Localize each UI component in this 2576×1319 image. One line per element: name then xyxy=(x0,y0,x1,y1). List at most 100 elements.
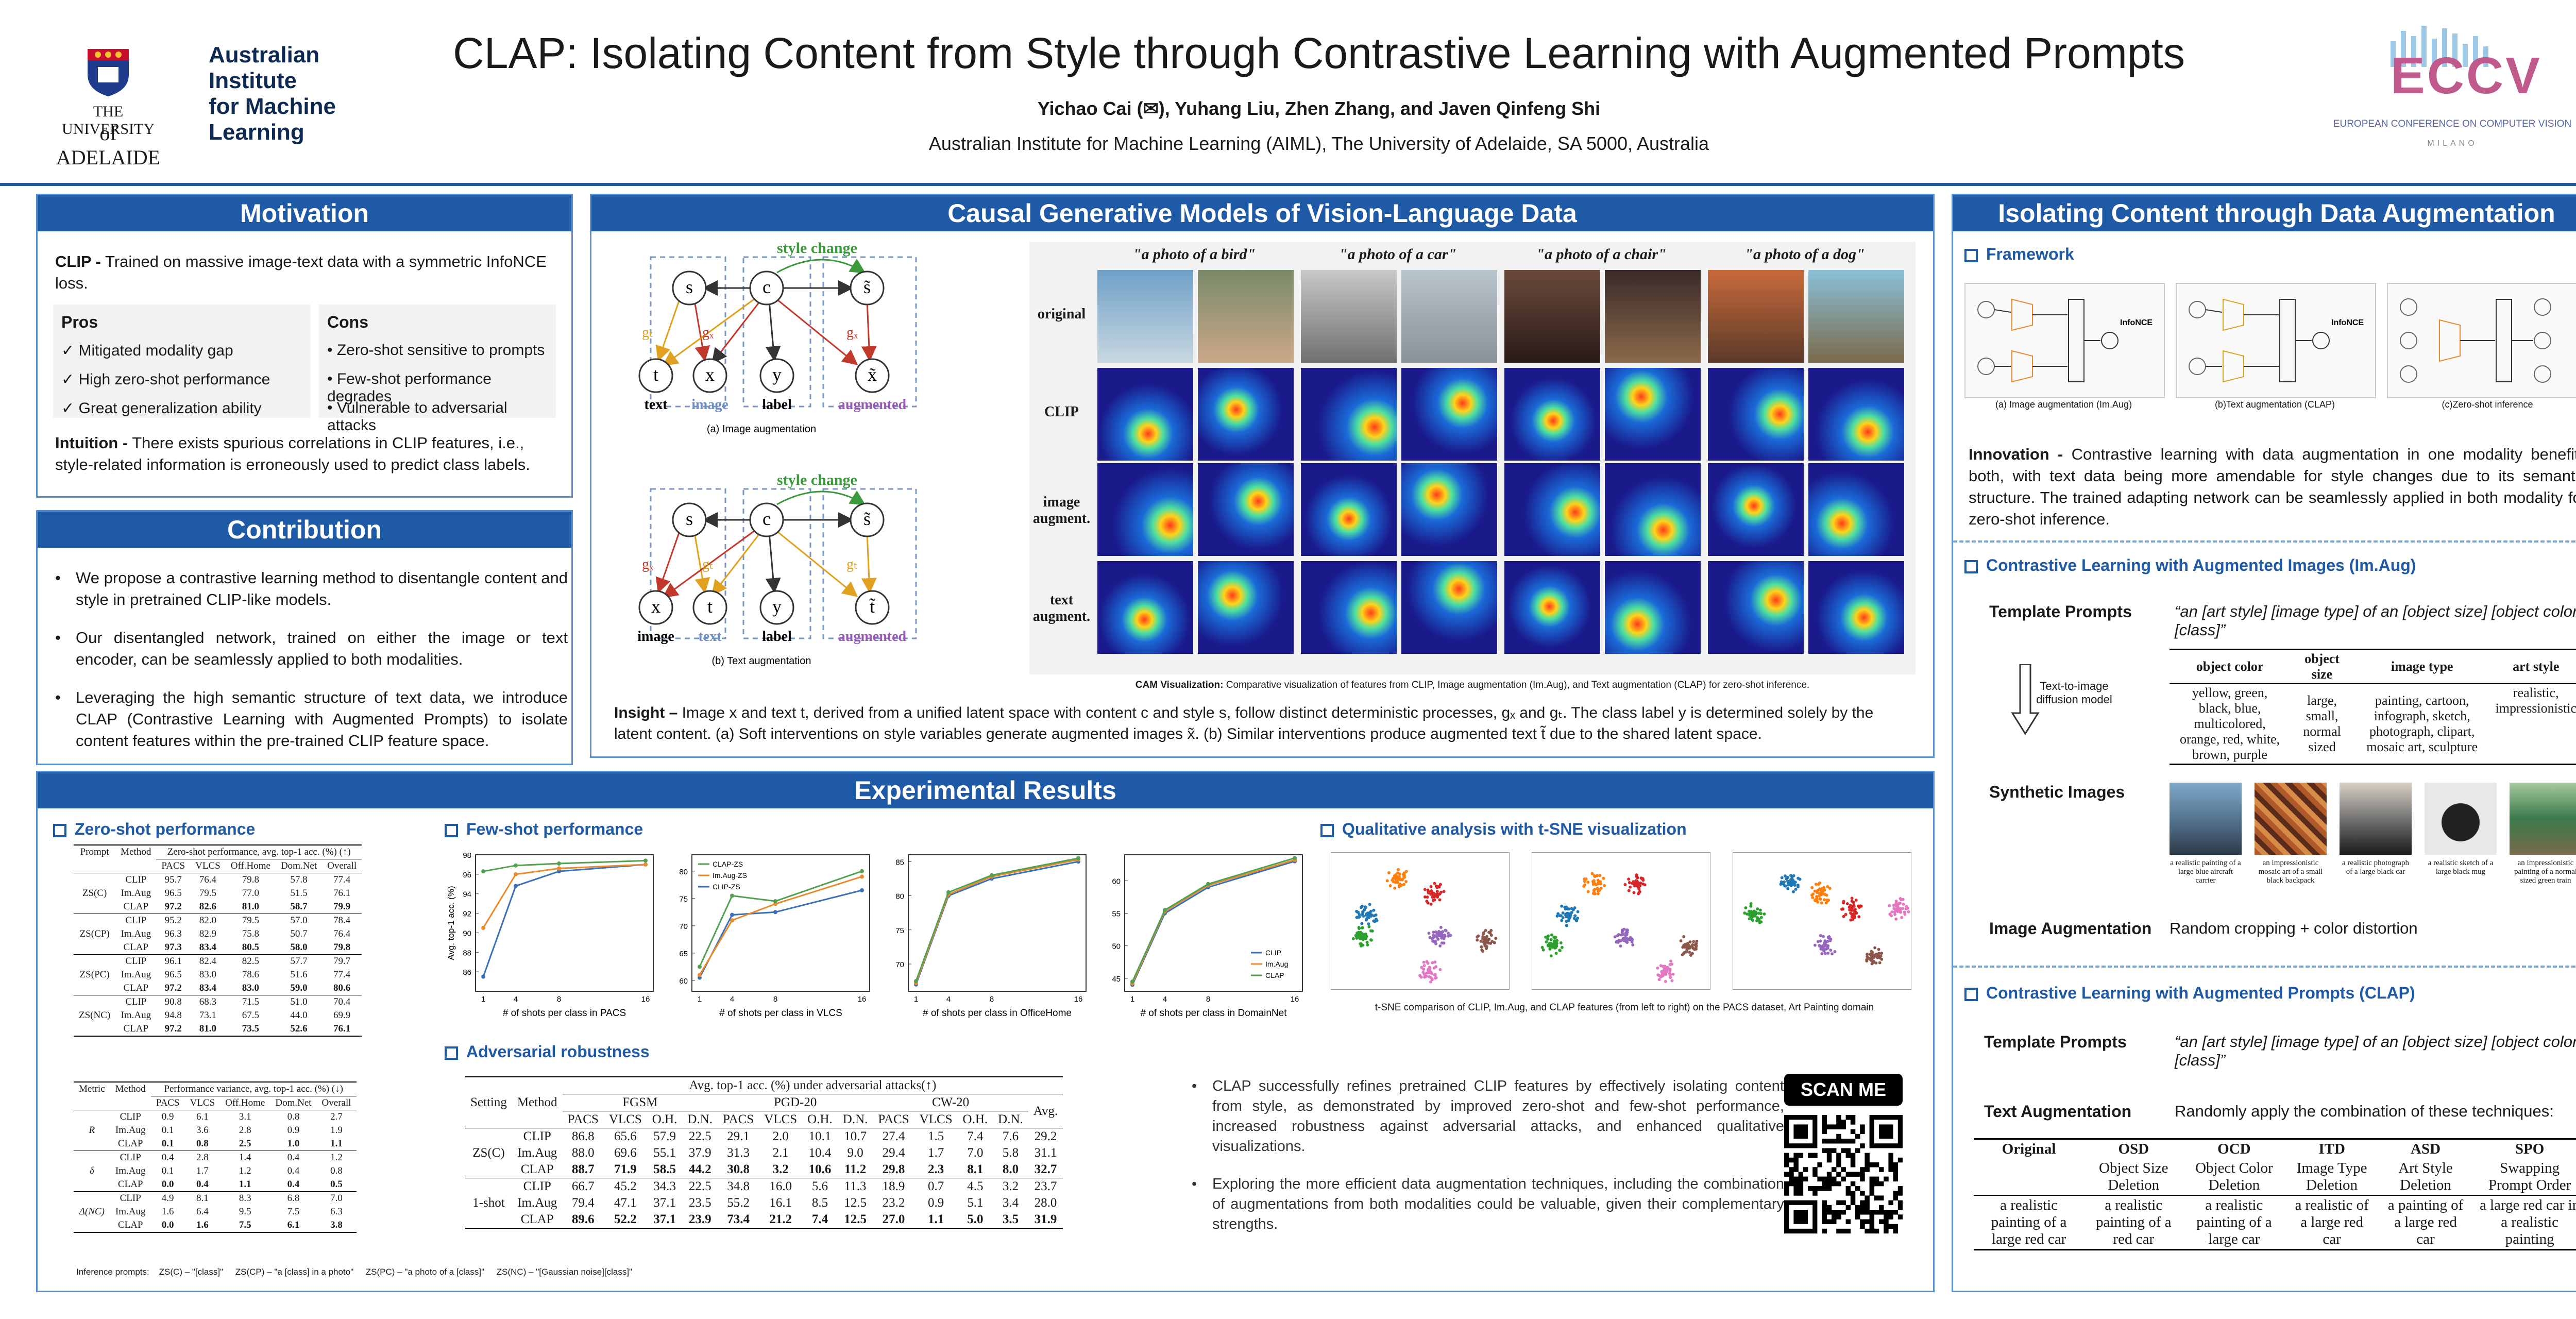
table-cell: 65.6 xyxy=(614,1129,637,1143)
x-tick-label: 16 xyxy=(1074,995,1083,1004)
innovation-text: Innovation - Contrastive learning with d… xyxy=(1969,444,2576,530)
qr-code-block[interactable]: SCAN ME xyxy=(1784,1074,1903,1239)
svg-text:t: t xyxy=(707,596,713,617)
legend-label: CLIP-ZS xyxy=(713,883,740,891)
cam-heatmap xyxy=(1198,368,1294,461)
tsne-point xyxy=(1617,933,1620,936)
node-s-tilde: s̃ xyxy=(850,270,885,306)
tsne-point xyxy=(1633,883,1637,886)
x-tick-label: 8 xyxy=(557,995,561,1004)
aug-example: a realistic painting of a red car xyxy=(2095,1197,2172,1247)
intuition-body: There exists spurious correlations in CL… xyxy=(55,434,530,474)
table-cell: 82.4 xyxy=(199,956,217,967)
tsne-point xyxy=(1429,980,1432,984)
tsne-point xyxy=(1745,912,1749,916)
tsne-point xyxy=(1387,871,1391,874)
table-cell: 7.5 xyxy=(239,1220,251,1230)
insight-body: Image x and text t, derived from a unifi… xyxy=(614,704,1874,742)
tsne-point xyxy=(1894,900,1898,903)
table-cell: 80.6 xyxy=(333,983,351,993)
adelaide-line2: of ADELAIDE xyxy=(56,122,161,169)
tsne-point xyxy=(1488,931,1492,935)
tsne-point xyxy=(1592,874,1596,877)
style-change-label: style change xyxy=(777,471,857,488)
x-tick-label: 1 xyxy=(698,995,702,1004)
x-tick-label: 8 xyxy=(990,995,994,1004)
tsne-point xyxy=(1571,908,1575,911)
x-tick-label: 16 xyxy=(858,995,867,1004)
tsne-point xyxy=(1848,908,1852,912)
qr-code-icon[interactable] xyxy=(1784,1115,1903,1233)
table-cell: 44.2 xyxy=(688,1162,711,1176)
tsne-point xyxy=(1756,907,1759,910)
tsne-point xyxy=(1493,941,1496,944)
aug-header: OSD xyxy=(2118,1141,2149,1157)
tsne-point xyxy=(1819,947,1823,951)
table-cell: 58.5 xyxy=(653,1162,676,1176)
adv-avg-header: Avg. xyxy=(1033,1104,1058,1118)
tsne-point xyxy=(1619,944,1622,948)
tsne-point xyxy=(1553,939,1557,943)
tsne-point xyxy=(1693,948,1697,951)
tsne-point xyxy=(1783,880,1786,884)
tsne-point xyxy=(1785,877,1788,881)
tsne-point xyxy=(1842,915,1845,918)
tsne-point xyxy=(1573,914,1577,918)
table-cell: Im.Aug xyxy=(121,1010,151,1021)
setting-cell: ZS(C) xyxy=(472,1146,505,1160)
legend-label: CLAP-ZS xyxy=(713,860,743,868)
table-cell: 27.0 xyxy=(882,1212,905,1226)
fw-caption: (c)Zero-shot inference xyxy=(2442,399,2533,410)
tsne-point xyxy=(1664,979,1667,983)
tsne-point xyxy=(1428,936,1432,939)
t2i-label: Text-to-image diffusion model xyxy=(2036,680,2112,706)
svg-text:InfoNCE: InfoNCE xyxy=(2331,318,2364,327)
table-cell: 16.0 xyxy=(769,1179,792,1193)
prompt-cell: ZS(PC) xyxy=(79,969,110,980)
node-c: c xyxy=(749,270,784,306)
var-col-header: Method xyxy=(115,1084,146,1095)
table-cell: 78.6 xyxy=(242,969,259,980)
table-cell: 86.8 xyxy=(571,1129,595,1143)
table-cell: 29.4 xyxy=(882,1146,905,1160)
tsne-point xyxy=(1826,946,1829,950)
data-point xyxy=(698,965,702,969)
table-cell: 32.7 xyxy=(1034,1162,1057,1176)
tsne-point xyxy=(1639,876,1643,880)
tsne-point xyxy=(1637,892,1640,895)
tsne-point xyxy=(1625,931,1629,934)
framework-c-icon xyxy=(2400,298,2551,383)
template-prompts-label: Template Prompts xyxy=(1984,1033,2127,1051)
tsne-point xyxy=(1479,939,1483,943)
tsne-point xyxy=(1877,952,1881,955)
poster-affiliation: Australian Institute for Machine Learnin… xyxy=(928,133,1709,154)
tsne-point xyxy=(1900,916,1904,919)
aug-sub: Object Color Deletion xyxy=(2195,1160,2273,1193)
tsne-point xyxy=(1669,959,1673,963)
table-cell: CLIP xyxy=(120,1111,141,1122)
tsne-point xyxy=(1623,938,1626,942)
tsne-point xyxy=(1421,971,1425,974)
attr-value: realistic, impressionistic xyxy=(2495,685,2576,716)
cam-heatmap xyxy=(1605,561,1701,654)
tsne-plot-clip xyxy=(1331,852,1510,990)
svg-text:s: s xyxy=(686,277,693,297)
tsne-point xyxy=(1877,954,1881,958)
tsne-point xyxy=(1641,878,1645,882)
cam-original-image xyxy=(1198,270,1294,363)
tsne-point xyxy=(1689,953,1692,957)
tsne-point xyxy=(1595,874,1599,877)
synthetic-image xyxy=(2340,783,2412,855)
tsne-point xyxy=(1476,938,1479,942)
table-cell: 71.9 xyxy=(614,1162,637,1176)
table-cell: CLIP xyxy=(125,915,147,926)
table-cell: 5.1 xyxy=(967,1196,984,1210)
table-cell: 1.2 xyxy=(239,1165,251,1176)
attr-value: yellow, green, black, blue, multicolored… xyxy=(2179,685,2280,762)
framework-diagram-a: InfoNCE xyxy=(1964,283,2165,398)
data-point xyxy=(860,869,864,873)
tsne-point xyxy=(1367,922,1370,926)
tsne-point xyxy=(1549,938,1553,941)
framework-diagram-c xyxy=(2387,283,2576,398)
